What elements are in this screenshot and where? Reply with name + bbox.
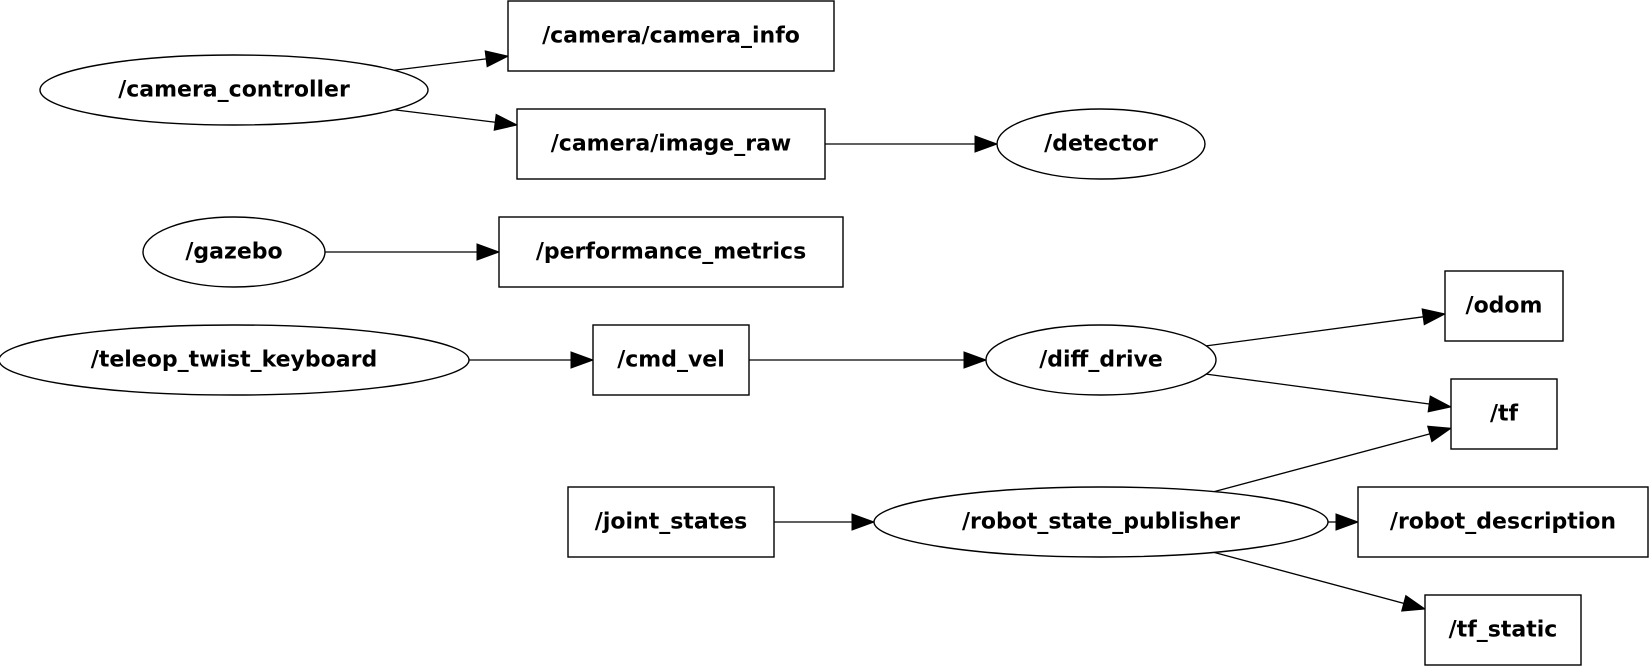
ros-topic-camera-info[interactable]: /camera/camera_info	[507, 0, 835, 72]
node-label: /cmd_vel	[617, 348, 725, 373]
edge-line	[393, 109, 496, 123]
ros-topic-tf-static[interactable]: /tf_static	[1424, 594, 1582, 666]
ros-topic-robot-description[interactable]: /robot_description	[1357, 486, 1649, 558]
topic-box	[1424, 594, 1582, 666]
ros-topic-joint-states[interactable]: /joint_states	[567, 486, 775, 558]
arrowhead-icon	[570, 351, 595, 369]
edge-teleop-twist-keyboard-to-cmd-vel	[469, 351, 595, 369]
arrowhead-icon	[1427, 395, 1453, 413]
topic-box	[516, 108, 826, 180]
arrowhead-icon	[1335, 513, 1360, 531]
node-label: /camera/camera_info	[542, 24, 800, 49]
ros-node-teleop-twist-keyboard[interactable]: /teleop_twist_keyboard	[0, 324, 470, 396]
ros-topic-image-raw[interactable]: /camera/image_raw	[516, 108, 826, 180]
arrowhead-icon	[963, 351, 988, 369]
node-label: /camera_controller	[118, 78, 350, 103]
edge-camera-controller-to-image-raw	[393, 109, 519, 131]
node-label: /teleop_twist_keyboard	[91, 348, 377, 373]
node-label: /camera/image_raw	[551, 132, 792, 157]
edge-robot-state-publisher-to-tf-static	[1213, 551, 1427, 612]
topic-box	[567, 486, 775, 558]
edge-line	[393, 58, 487, 71]
edge-cmd-vel-to-diff-drive	[749, 351, 988, 369]
node-label: /tf_static	[1449, 618, 1558, 643]
edge-line	[1213, 551, 1404, 604]
arrowhead-icon	[974, 135, 999, 153]
edge-diff-drive-to-tf	[1206, 373, 1453, 413]
topic-box	[1450, 378, 1558, 450]
arrowhead-icon	[476, 243, 501, 261]
ros-topic-performance-metrics[interactable]: /performance_metrics	[498, 216, 844, 288]
edge-line	[1214, 433, 1430, 493]
topic-box	[498, 216, 844, 288]
edge-camera-controller-to-camera-info	[393, 50, 510, 71]
node-ellipse	[142, 216, 326, 288]
edge-image-raw-to-detector	[825, 135, 999, 153]
edge-diff-drive-to-odom	[1206, 308, 1447, 347]
edge-line	[1206, 373, 1430, 405]
node-ellipse	[0, 324, 470, 396]
ros-topic-tf[interactable]: /tf	[1450, 378, 1558, 450]
ros-node-camera-controller[interactable]: /camera_controller	[39, 54, 429, 126]
node-label: /performance_metrics	[536, 240, 806, 265]
arrowhead-icon	[1401, 594, 1427, 612]
edge-joint-states-to-robot-state-publisher	[774, 513, 876, 531]
ros-node-diff-drive[interactable]: /diff_drive	[985, 324, 1217, 396]
topic-box	[592, 324, 750, 396]
node-ellipse	[985, 324, 1217, 396]
arrowhead-icon	[493, 113, 519, 131]
topic-box	[1357, 486, 1649, 558]
edge-robot-state-publisher-to-robot-description	[1328, 513, 1360, 531]
arrowhead-icon	[1427, 425, 1453, 443]
node-label: /tf	[1490, 402, 1519, 427]
node-ellipse	[39, 54, 429, 126]
node-ellipse	[873, 486, 1329, 558]
ros-node-gazebo[interactable]: /gazebo	[142, 216, 326, 288]
node-label: /robot_state_publisher	[962, 510, 1240, 535]
arrowhead-icon	[1421, 308, 1447, 326]
node-label: /joint_states	[595, 510, 747, 535]
ros-node-detector[interactable]: /detector	[996, 108, 1206, 180]
arrowhead-icon	[851, 513, 876, 531]
edge-line	[1206, 316, 1424, 347]
edge-robot-state-publisher-to-tf	[1214, 425, 1453, 493]
edge-gazebo-to-performance-metrics	[325, 243, 501, 261]
node-label: /odom	[1466, 294, 1543, 319]
node-label: /diff_drive	[1039, 348, 1163, 373]
topic-box	[1444, 270, 1564, 342]
node-ellipse	[996, 108, 1206, 180]
ros-topic-odom[interactable]: /odom	[1444, 270, 1564, 342]
topic-box	[507, 0, 835, 72]
node-label: /robot_description	[1390, 510, 1616, 535]
node-label: /gazebo	[185, 240, 282, 265]
ros-node-robot-state-publisher[interactable]: /robot_state_publisher	[873, 486, 1329, 558]
ros-topic-cmd-vel[interactable]: /cmd_vel	[592, 324, 750, 396]
node-label: /detector	[1044, 132, 1158, 157]
arrowhead-icon	[484, 50, 510, 68]
edges-layer	[325, 50, 1453, 612]
